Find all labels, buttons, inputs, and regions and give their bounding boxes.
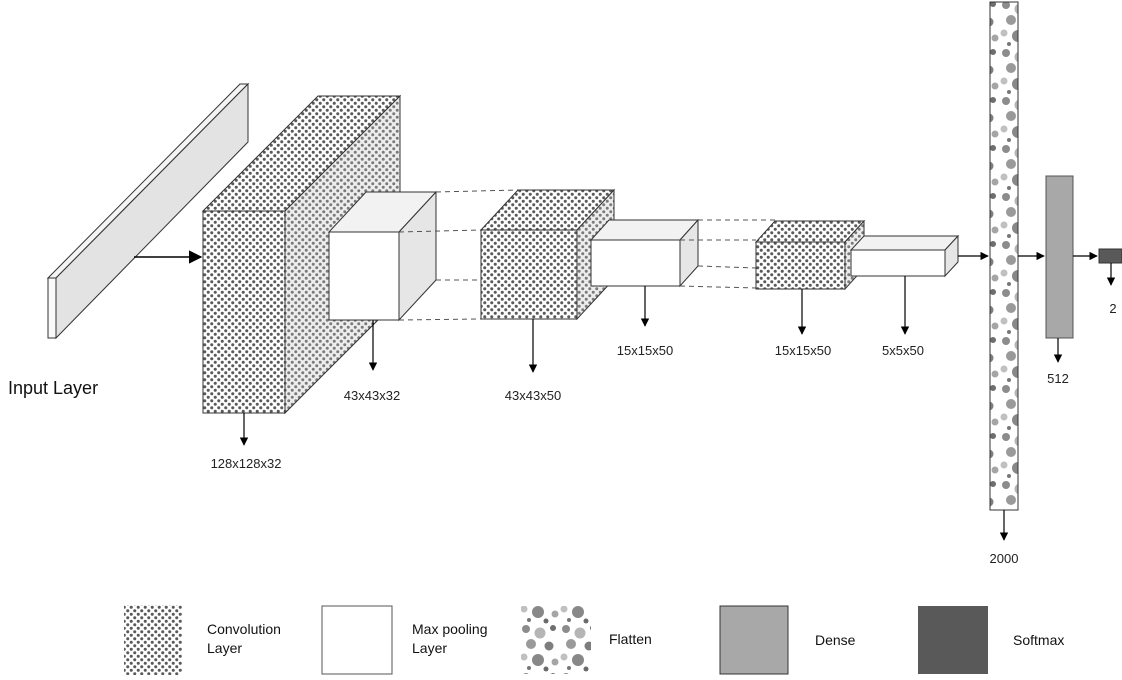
legend-dense-label: Dense	[815, 632, 856, 648]
dense-shape-label: 512	[1047, 371, 1069, 386]
pool2-shape-label: 15x15x50	[617, 343, 673, 358]
legend-max-pooling-swatch	[321, 605, 393, 675]
legend: Convolution Layer Max pooling Layer Flat…	[124, 605, 1064, 675]
legend-max-pooling-label-line1: Max pooling	[412, 621, 488, 637]
pool1-shape-label: 43x43x32	[344, 388, 400, 403]
conv2-shape-label: 43x43x50	[505, 388, 561, 403]
conv1-shape-label: 128x128x32	[211, 456, 282, 471]
legend-flatten-swatch	[521, 606, 591, 674]
legend-dense-swatch	[719, 605, 789, 675]
legend-flatten-label: Flatten	[609, 631, 652, 647]
flatten-layer-column	[989, 1, 1019, 511]
pool3-layer-cuboid	[849, 234, 960, 278]
pool1-layer-cuboid	[327, 190, 438, 322]
softmax-shape-label: 2	[1109, 301, 1116, 316]
conv3-layer-cuboid	[754, 219, 866, 291]
conv3-shape-label: 15x15x50	[775, 343, 831, 358]
pool3-shape-label: 5x5x50	[882, 343, 924, 358]
pool2-conv3-connectors	[679, 219, 776, 289]
legend-softmax-swatch	[918, 606, 988, 674]
softmax-layer-block	[1098, 248, 1122, 264]
input-layer-shape	[46, 82, 250, 340]
pool2-layer-cuboid	[589, 218, 700, 288]
legend-softmax-label: Softmax	[1013, 632, 1064, 648]
legend-convolution-swatch	[124, 605, 182, 675]
flatten-shape-label: 2000	[990, 551, 1019, 566]
legend-max-pooling-label-line2: Layer	[412, 640, 447, 656]
legend-convolution-label-line1: Convolution	[207, 621, 281, 637]
dense-layer-bar	[1045, 175, 1074, 339]
legend-convolution-label-line2: Layer	[207, 640, 242, 656]
conv2-layer-cuboid	[479, 188, 616, 321]
input-layer-label: Input Layer	[8, 378, 98, 398]
